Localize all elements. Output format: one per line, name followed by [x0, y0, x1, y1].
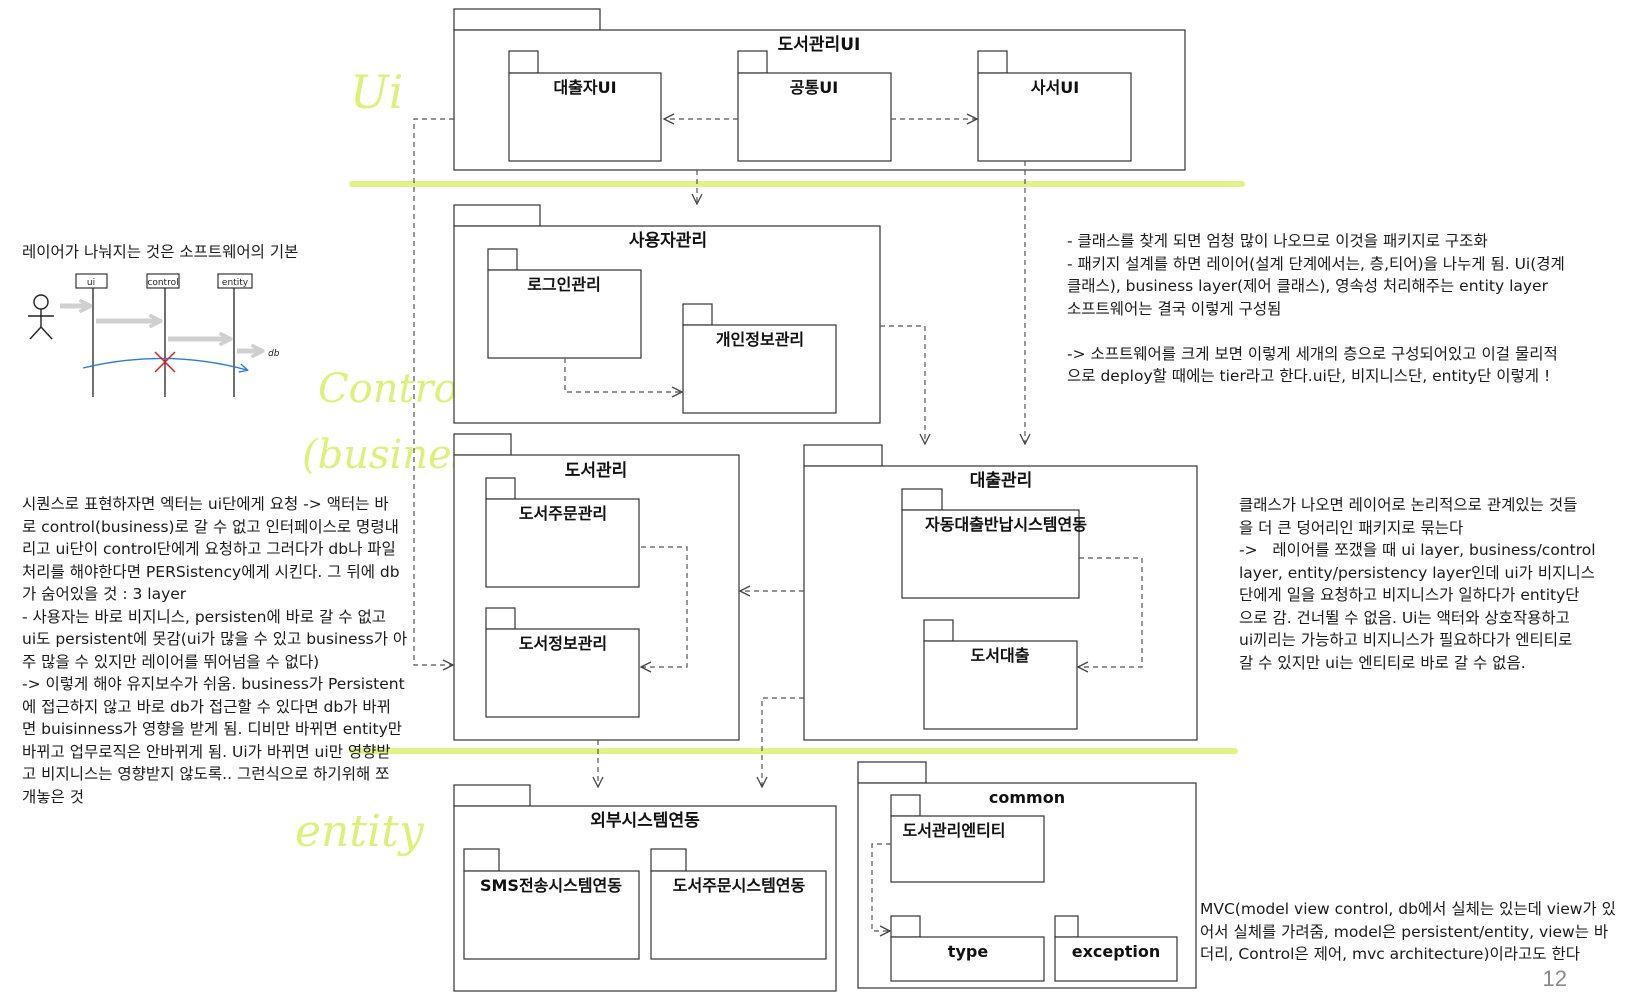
- dep-user-mgmt-to-loan: [880, 325, 925, 444]
- package-loan-mgmt-title: 대출관리: [970, 471, 1033, 491]
- sketch-blocked-arrow: [82, 357, 247, 370]
- package-entity: 도서관리엔티티: [890, 794, 1045, 883]
- page-number: 12: [1542, 966, 1567, 991]
- package-librarian-ui: 사서UI: [977, 50, 1132, 162]
- layer-label-entity: entity: [295, 806, 425, 857]
- package-borrower-ui: 대출자UI: [508, 50, 662, 162]
- package-common-ui-title: 공통UI: [790, 78, 838, 97]
- package-auto-loan-title: 자동대출반납시스템연동: [925, 515, 1087, 534]
- package-book-mgmt-title: 도서관리: [565, 461, 628, 481]
- package-login-mgmt: 로그인관리: [487, 248, 642, 359]
- package-personal-info: 개인정보관리: [682, 303, 837, 414]
- package-ui-root-title: 도서관리UI: [778, 35, 861, 55]
- dep-order-to-info: [641, 546, 688, 667]
- package-login-mgmt-title: 로그인관리: [527, 275, 601, 294]
- dep-auto-loan-to-book-loan: [1078, 557, 1143, 667]
- dep-loan-to-external: [762, 697, 804, 787]
- package-book-info: 도서정보관리: [485, 607, 640, 718]
- note-mvc: MVC(model view control, db에서 실체는 있는데 vie…: [1200, 900, 1616, 963]
- sketch-control-label: control: [147, 278, 178, 288]
- package-book-order-title: 도서주문관리: [519, 504, 607, 523]
- sketch-db-label: db: [268, 349, 280, 359]
- package-type-title: type: [948, 942, 989, 961]
- package-sms: SMS전송시스템연동: [463, 848, 640, 960]
- dep-entity-to-type: [871, 843, 891, 931]
- package-common-ui: 공통UI: [737, 50, 892, 162]
- package-personal-info-title: 개인정보관리: [716, 330, 804, 349]
- package-order-link-title: 도서주문시스템연동: [673, 876, 806, 895]
- package-exception: exception: [1054, 915, 1178, 982]
- package-book-order: 도서주문관리: [485, 477, 640, 588]
- actor-icon: [28, 294, 54, 340]
- package-borrower-ui-title: 대출자UI: [553, 78, 616, 97]
- package-auto-loan: 자동대출반납시스템연동: [901, 488, 1087, 599]
- sketch-entity-label: entity: [222, 278, 249, 288]
- sequence-sketch: ui control entity db: [28, 273, 280, 397]
- layer-label-ui: Ui: [350, 65, 403, 119]
- package-common-title: common: [989, 788, 1065, 807]
- note-layers-basic: 레이어가 나눠지는 것은 소프트웨어의 기본: [22, 243, 299, 261]
- package-external-title: 외부시스템연동: [590, 811, 700, 831]
- package-librarian-ui-title: 사서UI: [1031, 78, 1079, 97]
- note-sequence: 시퀀스로 표현하자면 엑터는 ui단에게 요청 -> 액터는 바 로 contr…: [22, 495, 408, 806]
- package-type: type: [890, 915, 1045, 982]
- package-entity-title: 도서관리엔티티: [902, 821, 1005, 840]
- package-book-info-title: 도서정보관리: [519, 634, 607, 653]
- package-sms-title: SMS전송시스템연동: [480, 876, 622, 895]
- package-book-loan-title: 도서대출: [971, 646, 1030, 665]
- note-class-packages: - 클래스를 찾게 되면 엄청 많이 나오므로 이것을 패키지로 구조화 - 패…: [1067, 232, 1565, 385]
- layer-label-control: Control: [318, 366, 471, 412]
- note-grouping: 클래스가 나오면 레이어로 논리적으로 관계있는 것들 을 더 큰 덩어리인 패…: [1239, 496, 1596, 672]
- dep-ui-to-book-mgmt: [413, 118, 454, 665]
- package-book-loan: 도서대출: [923, 619, 1078, 730]
- package-exception-title: exception: [1072, 942, 1160, 961]
- package-user-mgmt-title: 사용자관리: [629, 231, 707, 251]
- dep-login-to-personal: [564, 358, 682, 392]
- package-order-link: 도서주문시스템연동: [650, 848, 827, 960]
- sketch-ui-label: ui: [87, 278, 95, 288]
